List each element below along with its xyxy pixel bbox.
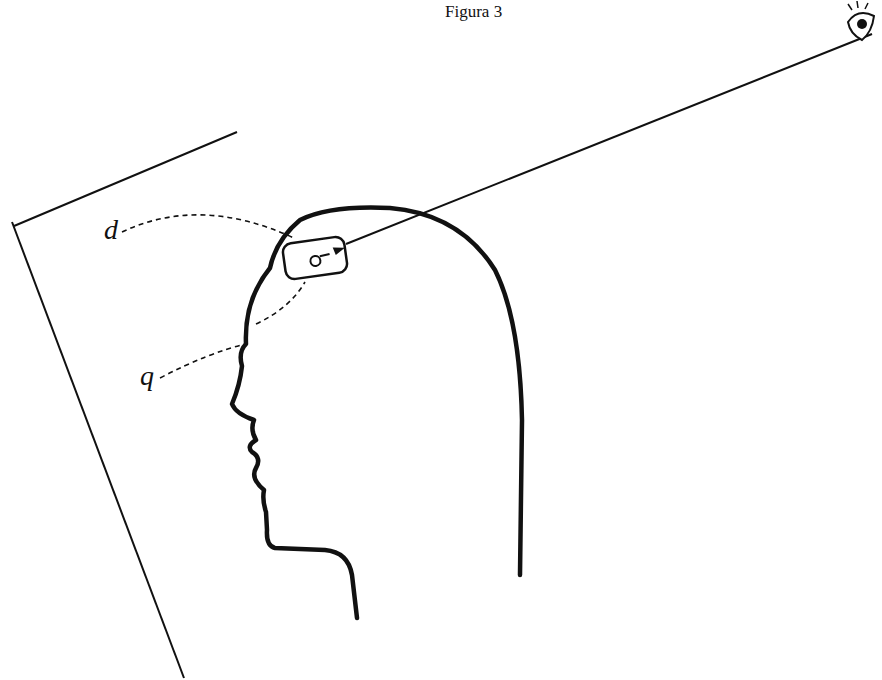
head-device	[282, 236, 348, 280]
figure-title: Figura 3	[445, 2, 502, 22]
part-label: q	[140, 360, 154, 392]
leader-line	[160, 344, 246, 378]
sight-line	[346, 34, 872, 244]
head-outline	[232, 208, 522, 619]
plane-edge	[14, 132, 237, 226]
leader-line	[256, 282, 305, 324]
part-label: d	[104, 214, 118, 246]
eye-symbol	[848, 1, 874, 40]
leader-line	[122, 215, 294, 238]
plane-edge	[12, 222, 184, 678]
